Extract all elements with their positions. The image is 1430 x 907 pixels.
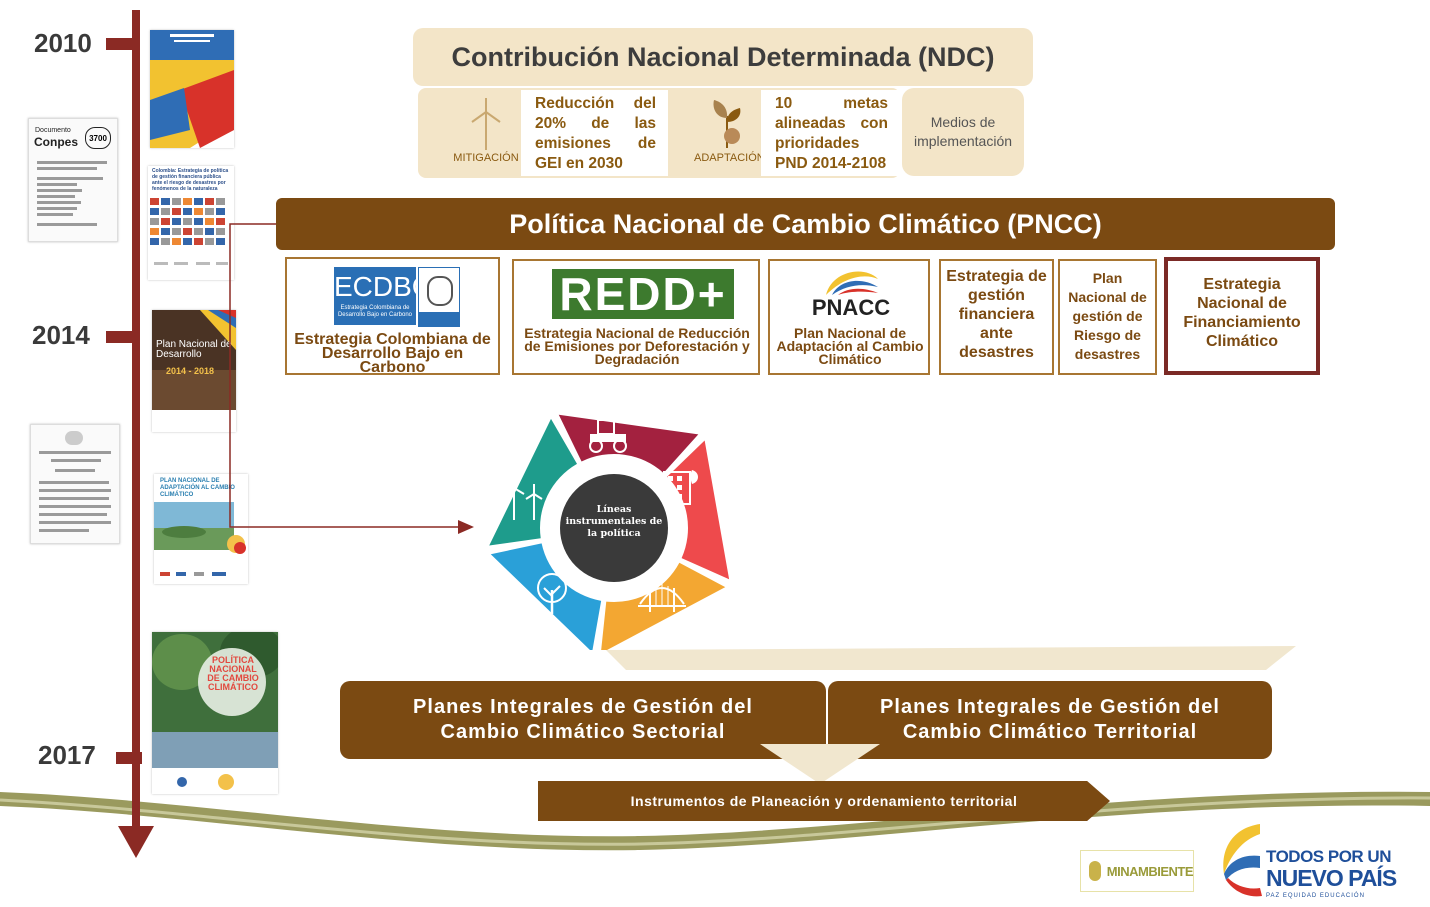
plan-sectorial-text: Planes Integrales de Gestión del Cambio …	[413, 696, 753, 743]
resolution-document	[30, 424, 120, 544]
line-infraestructura-label: Desarrollo de INFRAESTRUCTURA	[791, 500, 1049, 517]
building-icon	[663, 470, 698, 505]
todos-por-un-nuevo-pais-mark	[1223, 824, 1262, 897]
pnd-2014-years: 2014 - 2018	[166, 366, 215, 376]
gestion-financiera-text: Estrategia de gestión financiera ante de…	[946, 268, 1047, 361]
politica-cover-title: POLÍTICA NACIONAL DE CAMBIO CLIMÁTICO	[207, 655, 259, 692]
strategy-pnacc: PNACC Plan Nacional de Adaptación al Cam…	[768, 259, 930, 375]
tree-icon	[537, 573, 567, 614]
year-tick-2017	[116, 752, 142, 764]
ecdbc-text: Estrategia Colombiana de Desarrollo Bajo…	[294, 331, 491, 375]
timeline-line	[132, 10, 140, 830]
pnacc-cover-title: PLAN NACIONAL DE ADAPTACIÓN AL CAMBIO CL…	[160, 478, 235, 498]
line-energetico: Desarrollo ENERGÉTICO	[762, 586, 1078, 618]
mitigacion-tile: MITIGACIÓN	[452, 90, 520, 176]
wheel-segment-rural	[558, 414, 699, 474]
estrategia-financiera-title: Colombia: Estrategia de política de gest…	[152, 168, 229, 192]
medios-implementacion: Medios de implementación	[902, 88, 1024, 176]
politica-cover: POLÍTICA NACIONAL DE CAMBIO CLIMÁTICO	[152, 632, 278, 794]
wheel-center-label: Líneas instrumentales de la política	[565, 504, 663, 539]
tractor-icon	[589, 419, 627, 453]
bridge-icon	[638, 584, 686, 612]
strategy-financiamiento-climatico: Estrategia Nacional de Financiamiento Cl…	[1164, 257, 1320, 375]
line-biodiversidad: Biodiversidad y servicios ECOSISTÉMICOS	[762, 528, 1078, 584]
line-infraestructura: Desarrollo de INFRAESTRUCTURA	[762, 492, 1078, 526]
down-arrow-shape	[760, 744, 880, 784]
minambiente-logo: MINAMBIENTE	[1080, 850, 1194, 892]
wind-turbine-icon	[471, 98, 501, 150]
year-2014: 2014	[32, 320, 90, 350]
pnacc-logo-mark	[826, 271, 878, 295]
year-tick-2010	[106, 38, 132, 50]
instrumentos-banner: Instrumentos de Planeación y ordenamient…	[538, 781, 1110, 821]
strategy-gestion-financiera: Estrategia de gestión financiera ante de…	[939, 259, 1054, 375]
plan-territorial-text: Planes Integrales de Gestión del Cambio …	[880, 696, 1220, 743]
wheel-segment-urbano	[667, 440, 730, 580]
todos-line2: NUEVO PAÍS	[1266, 865, 1397, 891]
line-energetico-label: Desarrollo ENERGÉTICO	[828, 593, 1012, 610]
colombia-shield-icon	[1089, 861, 1101, 881]
conpes-document: Documento Conpes 3700	[28, 118, 118, 242]
ecdbc-logo-text: ECDBC	[334, 271, 433, 302]
pnacc-logo-text: PNACC	[811, 295, 891, 320]
riesgo-desastres-text: Plan Nacional de gestión de Riesgo de de…	[1068, 270, 1147, 362]
redd-text: Estrategia Nacional de Reducción de Emis…	[524, 325, 750, 367]
mitigacion-goal: Reducción del 20% de las emisiones de GE…	[521, 90, 668, 176]
adaptacion-label: ADAPTACIÓN	[694, 152, 765, 164]
pnd-2010-cover	[150, 30, 234, 148]
year-2017: 2017	[38, 740, 96, 770]
pncc-title: Política Nacional de Cambio Climático (P…	[276, 198, 1335, 250]
conpes-number: 3700	[85, 127, 111, 149]
pnd-2014-title: Plan Nacional de Desarrollo	[156, 339, 232, 360]
line-rural-label: Desarrollo RURAL	[854, 430, 986, 447]
wheel-segment-biodiversidad	[490, 543, 602, 650]
mitigacion-label: MITIGACIÓN	[453, 152, 519, 164]
estrategia-financiera-cover: Colombia: Estrategia de política de gest…	[148, 166, 234, 280]
plan-sectorial: Planes Integrales de Gestión del Cambio …	[340, 681, 826, 759]
wind-turbines-icon	[503, 476, 543, 520]
todos-line3: PAZ EQUIDAD EDUCACIÓN	[1266, 893, 1365, 899]
wheel-segment-energetico	[489, 418, 577, 546]
year-2010: 2010	[34, 28, 92, 58]
pnd-2014-cover: Plan Nacional de Desarrollo 2014 - 2018	[152, 310, 236, 432]
ecdbc-logo-subtitle: Estrategia Colombiana de Desarrollo Bajo…	[337, 305, 413, 318]
ecdbc-logo: ECDBC Estrategia Colombiana de Desarroll…	[334, 267, 433, 325]
colombia-seal-icon	[418, 267, 460, 327]
line-rural: Desarrollo RURAL	[762, 422, 1078, 456]
conpes-doc-label: Documento	[35, 127, 71, 134]
year-tick-2014	[106, 331, 132, 343]
ndc-title: Contribución Nacional Determinada (NDC)	[413, 28, 1033, 86]
line-biodiversidad-label: Biodiversidad y servicios ECOSISTÉMICOS	[832, 536, 1008, 575]
pnacc-cover: PLAN NACIONAL DE ADAPTACIÓN AL CAMBIO CL…	[154, 474, 248, 584]
medios-text: Medios de implementación	[913, 114, 1013, 149]
pnacc-text: Plan Nacional de Adaptación al Cambio Cl…	[776, 325, 924, 367]
line-urbano: Desarrollo URBANO	[762, 458, 1078, 490]
funnel-shape	[606, 646, 1296, 670]
strategy-ecdbc: ECDBC Estrategia Colombiana de Desarroll…	[285, 257, 500, 375]
line-urbano-prefix: Desarrollo	[846, 465, 924, 482]
connector-arrow	[229, 223, 474, 534]
timeline-arrow	[118, 826, 154, 858]
strategy-redd: REDD+ Estrategia Nacional de Reducción d…	[512, 259, 760, 375]
seedling-icon	[713, 100, 741, 148]
strategy-riesgo-desastres: Plan Nacional de gestión de Riesgo de de…	[1058, 259, 1157, 375]
todos-line1: TODOS POR UN	[1266, 847, 1391, 866]
line-urbano-bold: URBANO	[923, 465, 994, 482]
financiamiento-climatico-text: Estrategia Nacional de Financiamiento Cl…	[1183, 276, 1301, 350]
wheel-center	[560, 474, 668, 582]
plan-territorial: Planes Integrales de Gestión del Cambio …	[828, 681, 1272, 759]
conpes-name: Conpes	[34, 135, 79, 149]
adaptacion-tile: ADAPTACIÓN	[694, 90, 765, 176]
adaptacion-goal: 10 metas alineadas con prioridades PND 2…	[761, 90, 900, 176]
minambiente-text: MINAMBIENTE	[1106, 863, 1194, 879]
redd-logo: REDD+	[552, 268, 734, 320]
